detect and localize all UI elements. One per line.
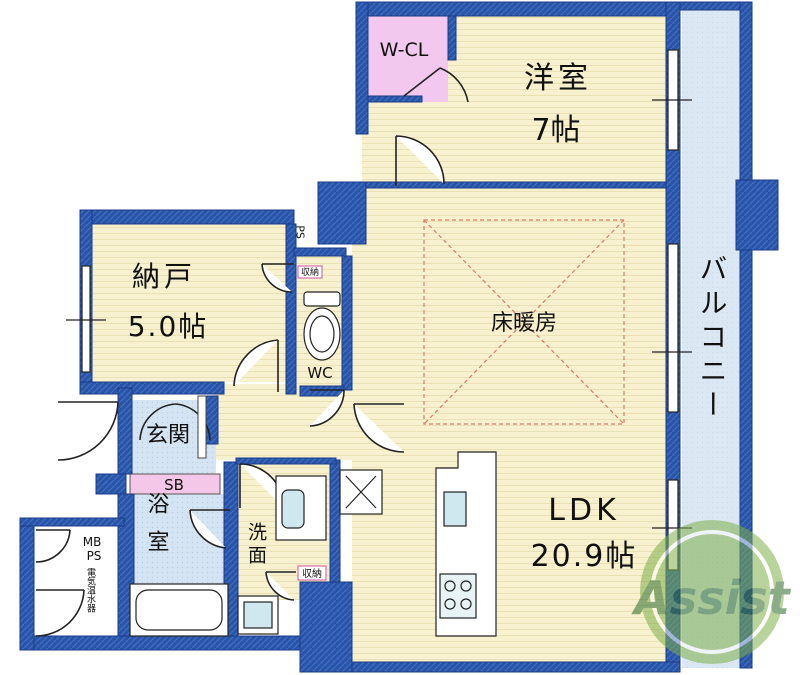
pipe-space-label: PS <box>294 225 307 239</box>
bathtub <box>129 583 229 637</box>
washroom-label: 洗面 <box>245 522 267 568</box>
shoe-box <box>129 473 221 495</box>
ldk-name: LDK <box>548 493 620 528</box>
hallway-floor <box>214 384 352 460</box>
stove <box>439 573 477 619</box>
ldk-size: 20.9帖 <box>531 539 638 574</box>
toilet-label: WC <box>307 364 332 382</box>
labels: W-CL 洋室 7帖 納戸 5.0帖 床暖房 LDK 20.9帖 バルコニー 玄… <box>83 39 729 613</box>
storeroom-size: 5.0帖 <box>128 310 209 343</box>
floor-heating-label: 床暖房 <box>491 311 557 336</box>
storeroom-floor <box>88 222 292 382</box>
balcony-label: バルコニー <box>696 254 729 424</box>
meter-box-label: MB PS <box>83 535 105 563</box>
kitchen-counter <box>435 451 497 637</box>
walk-in-closet-label: W-CL <box>380 39 429 61</box>
sink <box>443 491 467 527</box>
walls <box>19 1 779 673</box>
washing-machine-pan <box>237 595 279 635</box>
entrance-label: 玄関 <box>146 423 190 448</box>
doors <box>35 67 469 637</box>
toilet-fixture <box>303 291 341 361</box>
bathroom-label: 浴室 <box>144 492 170 568</box>
storage-label-2: 収納 <box>302 567 322 580</box>
storage-label-1: 収納 <box>301 266 319 278</box>
meter-area <box>34 522 120 640</box>
water-heater-label: 電気温水器 <box>85 567 96 612</box>
walk-in-closet-floor <box>368 16 448 102</box>
refrigerator-space <box>339 469 383 515</box>
windows <box>66 49 692 571</box>
storeroom-shelf <box>197 395 207 459</box>
window-ldk-upper <box>667 243 679 413</box>
western-room-name: 洋室 <box>524 61 592 96</box>
shoe-box-label: SB <box>164 476 184 494</box>
storeroom-name: 納戸 <box>132 260 196 293</box>
ldk-floor <box>352 186 666 664</box>
watermark-logo: Assist <box>631 520 792 664</box>
window-storeroom <box>81 265 91 373</box>
western-room-size: 7帖 <box>531 113 580 148</box>
watermark-text: Assist <box>631 571 792 625</box>
floor-heating-symbol <box>423 219 625 425</box>
washbasin <box>275 475 327 541</box>
